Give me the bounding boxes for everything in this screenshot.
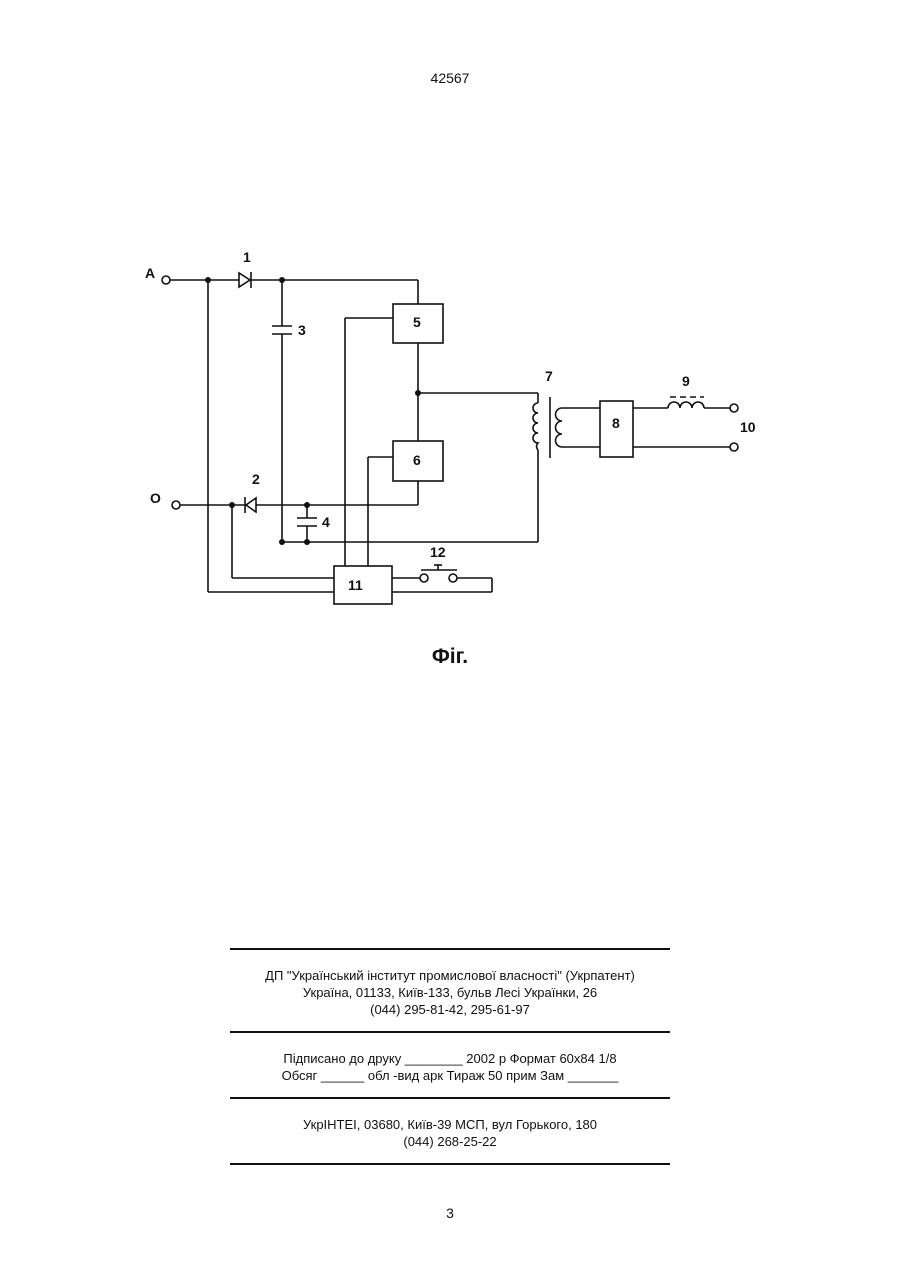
printer-address: УкрІНТЕІ, 03680, Київ-39 МСП, вул Горько… xyxy=(230,1116,670,1133)
label-8: 8 xyxy=(612,415,620,431)
signed-for-print: Підписано до друку ________ 2002 р Форма… xyxy=(230,1050,670,1067)
label-9: 9 xyxy=(682,373,690,389)
printer-phone: (044) 268-25-22 xyxy=(230,1133,670,1150)
label-10: 10 xyxy=(740,419,756,435)
label-5: 5 xyxy=(413,314,421,330)
imprint-rule xyxy=(230,1163,670,1165)
printer-block: УкрІНТЕІ, 03680, Київ-39 МСП, вул Горько… xyxy=(230,1099,670,1163)
print-details-block: Підписано до друку ________ 2002 р Форма… xyxy=(230,1033,670,1097)
label-6: 6 xyxy=(413,452,421,468)
label-1: 1 xyxy=(243,249,251,265)
volume-circulation: Обсяг ______ обл -вид арк Тираж 50 прим … xyxy=(230,1067,670,1084)
figure-caption: Фіг. xyxy=(0,645,900,669)
imprint-box: ДП "Український інститут промислової вла… xyxy=(230,948,670,1165)
label-11: 11 xyxy=(348,577,363,593)
publisher-name: ДП "Український інститут промислової вла… xyxy=(230,967,670,984)
terminal-o-label: O xyxy=(150,490,161,506)
publisher-block: ДП "Український інститут промислової вла… xyxy=(230,950,670,1031)
publisher-address: Україна, 01133, Київ-133, бульв Лесі Укр… xyxy=(230,984,670,1001)
label-3: 3 xyxy=(298,322,306,338)
label-7: 7 xyxy=(545,368,553,384)
terminal-a-label: A xyxy=(145,265,155,281)
circuit-diagram: A O 1 2 3 4 5 6 7 8 9 10 11 12 xyxy=(0,0,900,640)
publisher-phone: (044) 295-81-42, 295-61-97 xyxy=(230,1001,670,1018)
label-12: 12 xyxy=(430,544,446,560)
page-number-bottom: 3 xyxy=(0,1205,900,1221)
label-2: 2 xyxy=(252,471,260,487)
label-4: 4 xyxy=(322,514,330,530)
